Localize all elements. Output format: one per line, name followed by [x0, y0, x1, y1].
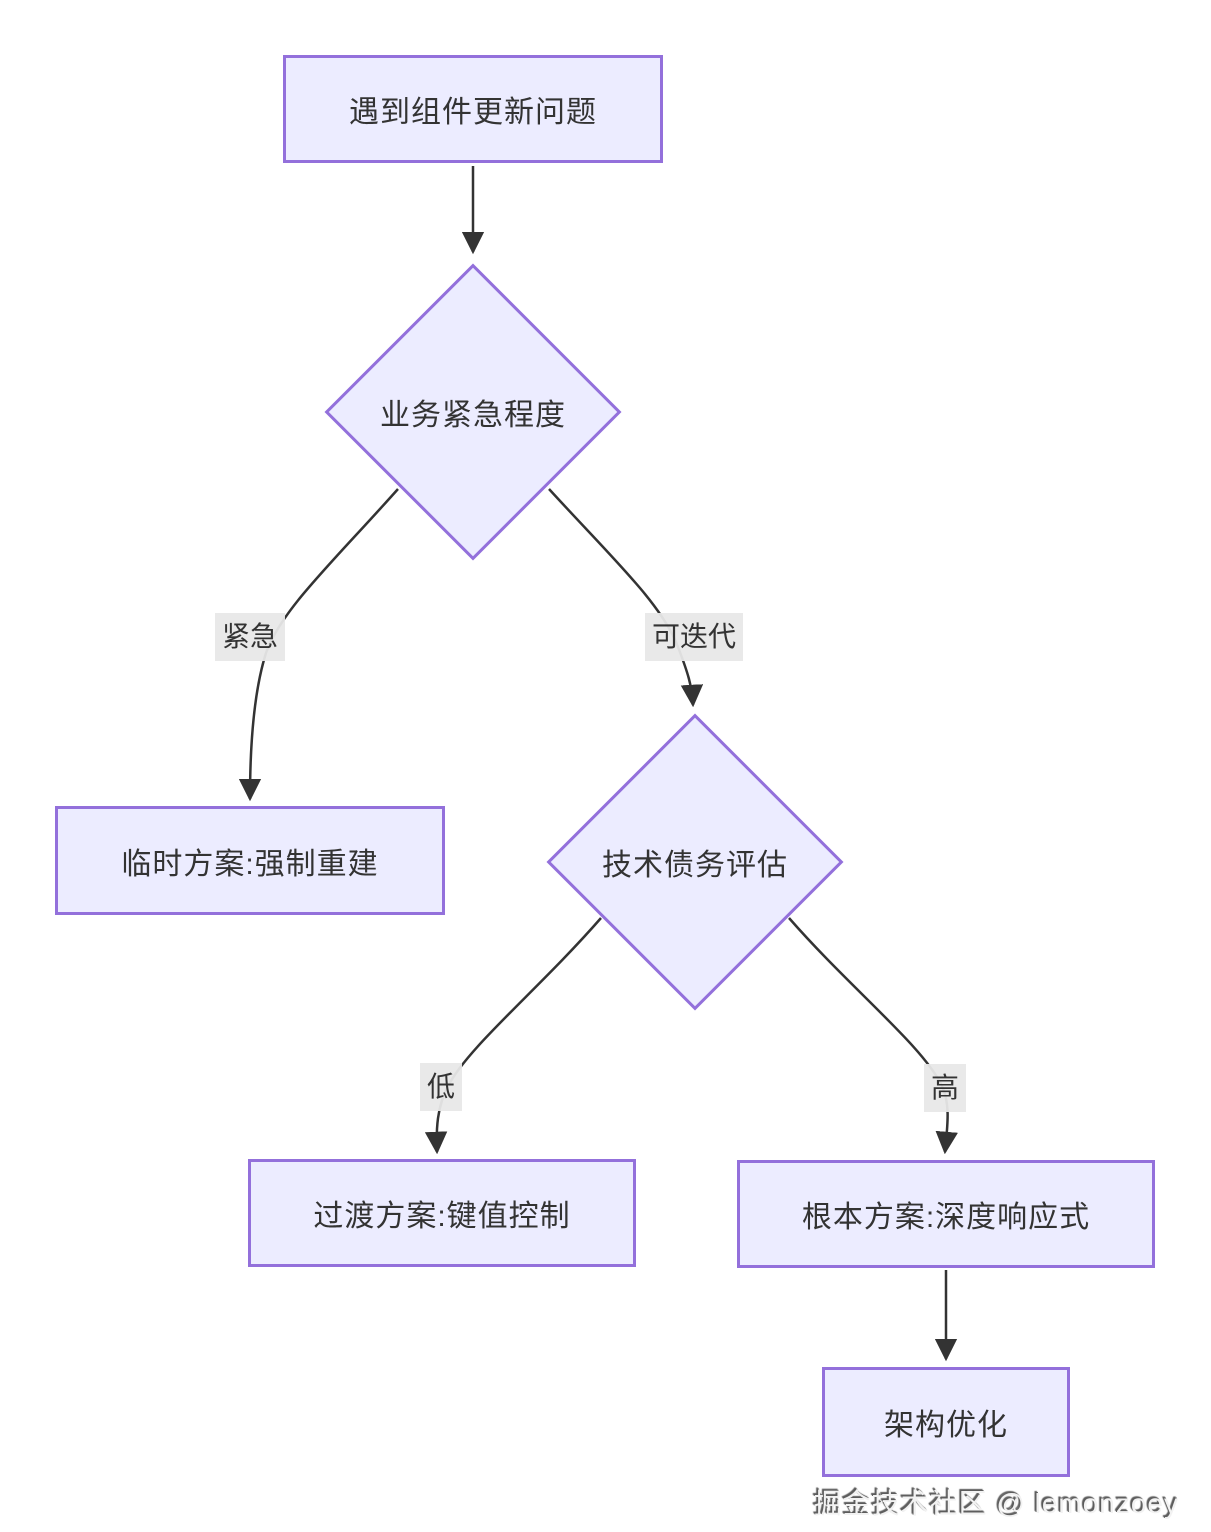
node-decision2-label: 技术债务评估 [602, 849, 788, 882]
node-start: 遇到组件更新问题 [283, 55, 663, 163]
node-transition-label: 过渡方案:键值控制 [313, 1200, 571, 1233]
edge-label-high: 高 [923, 1064, 967, 1112]
node-temporary-label: 临时方案:强制重建 [121, 847, 379, 881]
edge-label-iterable: 可迭代 [644, 613, 744, 661]
edge-label-urgent: 紧急 [214, 613, 286, 661]
node-fundamental-label: 根本方案:深度响应式 [801, 1201, 1091, 1234]
node-transition-solution: 过渡方案:键值控制 [248, 1159, 636, 1267]
edge-label-low: 低 [419, 1063, 463, 1111]
node-architecture-optimization: 架构优化 [822, 1367, 1070, 1477]
node-fundamental-solution: 根本方案:深度响应式 [737, 1160, 1155, 1268]
watermark: 掘金技术社区 @ lemonzoey [813, 1488, 1179, 1519]
node-decision-business-urgency: 业务紧急程度 [322, 262, 624, 562]
node-decision-tech-debt: 技术债务评估 [545, 712, 845, 1012]
node-decision1-label: 业务紧急程度 [380, 399, 566, 432]
node-architecture-label: 架构优化 [884, 1409, 1008, 1442]
node-start-label: 遇到组件更新问题 [349, 96, 597, 129]
node-temporary-solution: 临时方案:强制重建 [55, 806, 445, 915]
